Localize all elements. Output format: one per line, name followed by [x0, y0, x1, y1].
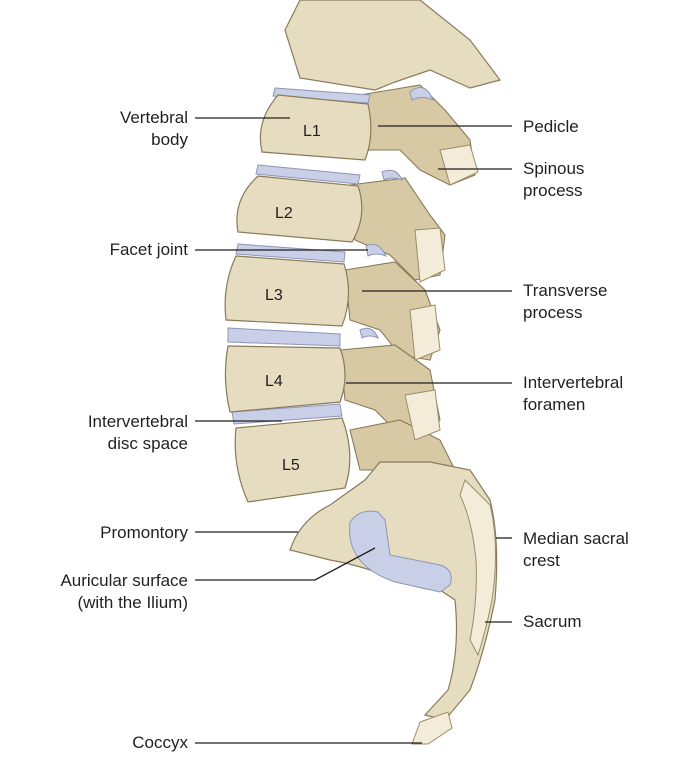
median-sacral-crest-label: Median sacral crest — [523, 529, 629, 570]
spinous-process-label: Spinous process — [523, 159, 585, 200]
label-L2: L2 — [275, 205, 293, 222]
facet-cartilage-2 — [381, 169, 403, 181]
transverse-process-label: Transverse process — [523, 281, 608, 322]
leader-auricular-surface — [195, 547, 376, 581]
spinous-process-L4 — [404, 389, 441, 441]
thoracic-vertebra-stub — [284, 0, 502, 91]
disc-L4-L5 — [231, 403, 343, 425]
disc-L3-L4 — [227, 327, 341, 347]
label-L3: L3 — [265, 287, 283, 304]
facet-joint-label: Facet joint — [109, 240, 188, 259]
pedicle-label: Pedicle — [523, 117, 579, 136]
spinous-process-L3 — [409, 304, 441, 361]
sacrum-label: Sacrum — [523, 612, 582, 631]
facet-cartilage-3 — [365, 243, 388, 257]
coccyx-bone — [411, 711, 453, 745]
vertebral-body-L5 — [234, 417, 351, 503]
label-L1: L1 — [303, 123, 321, 140]
disc-L1-L2 — [255, 164, 361, 185]
spinous-process-L1 — [439, 144, 479, 186]
facet-cartilage-1 — [409, 87, 434, 101]
vertebral-body-L3 — [224, 255, 350, 327]
promontory-label: Promontory — [100, 523, 188, 542]
label-L5: L5 — [282, 457, 300, 474]
auricular-surface-shape — [349, 510, 452, 593]
vertebral-body-L2 — [236, 175, 363, 243]
disc-L2-L3 — [235, 243, 346, 263]
auricular-surface-label: Auricular surface (with the Ilium) — [60, 571, 188, 612]
vertebral-body-label: Vertebral body — [119, 108, 188, 149]
vertebral-body-L1 — [259, 94, 372, 161]
sacral-crest-ridge — [459, 479, 497, 657]
facet-cartilage-4 — [359, 327, 379, 339]
vertebral-body-L4 — [224, 345, 346, 413]
label-L4: L4 — [265, 373, 283, 390]
disc-T12-L1 — [272, 87, 371, 104]
spinous-process-L2 — [414, 227, 446, 283]
coccyx-label: Coccyx — [132, 733, 188, 752]
intervertebral-foramen-label: Intervertebral foramen — [523, 373, 624, 414]
intervertebral-disc-space-label: Intervertebral disc space — [87, 412, 188, 453]
